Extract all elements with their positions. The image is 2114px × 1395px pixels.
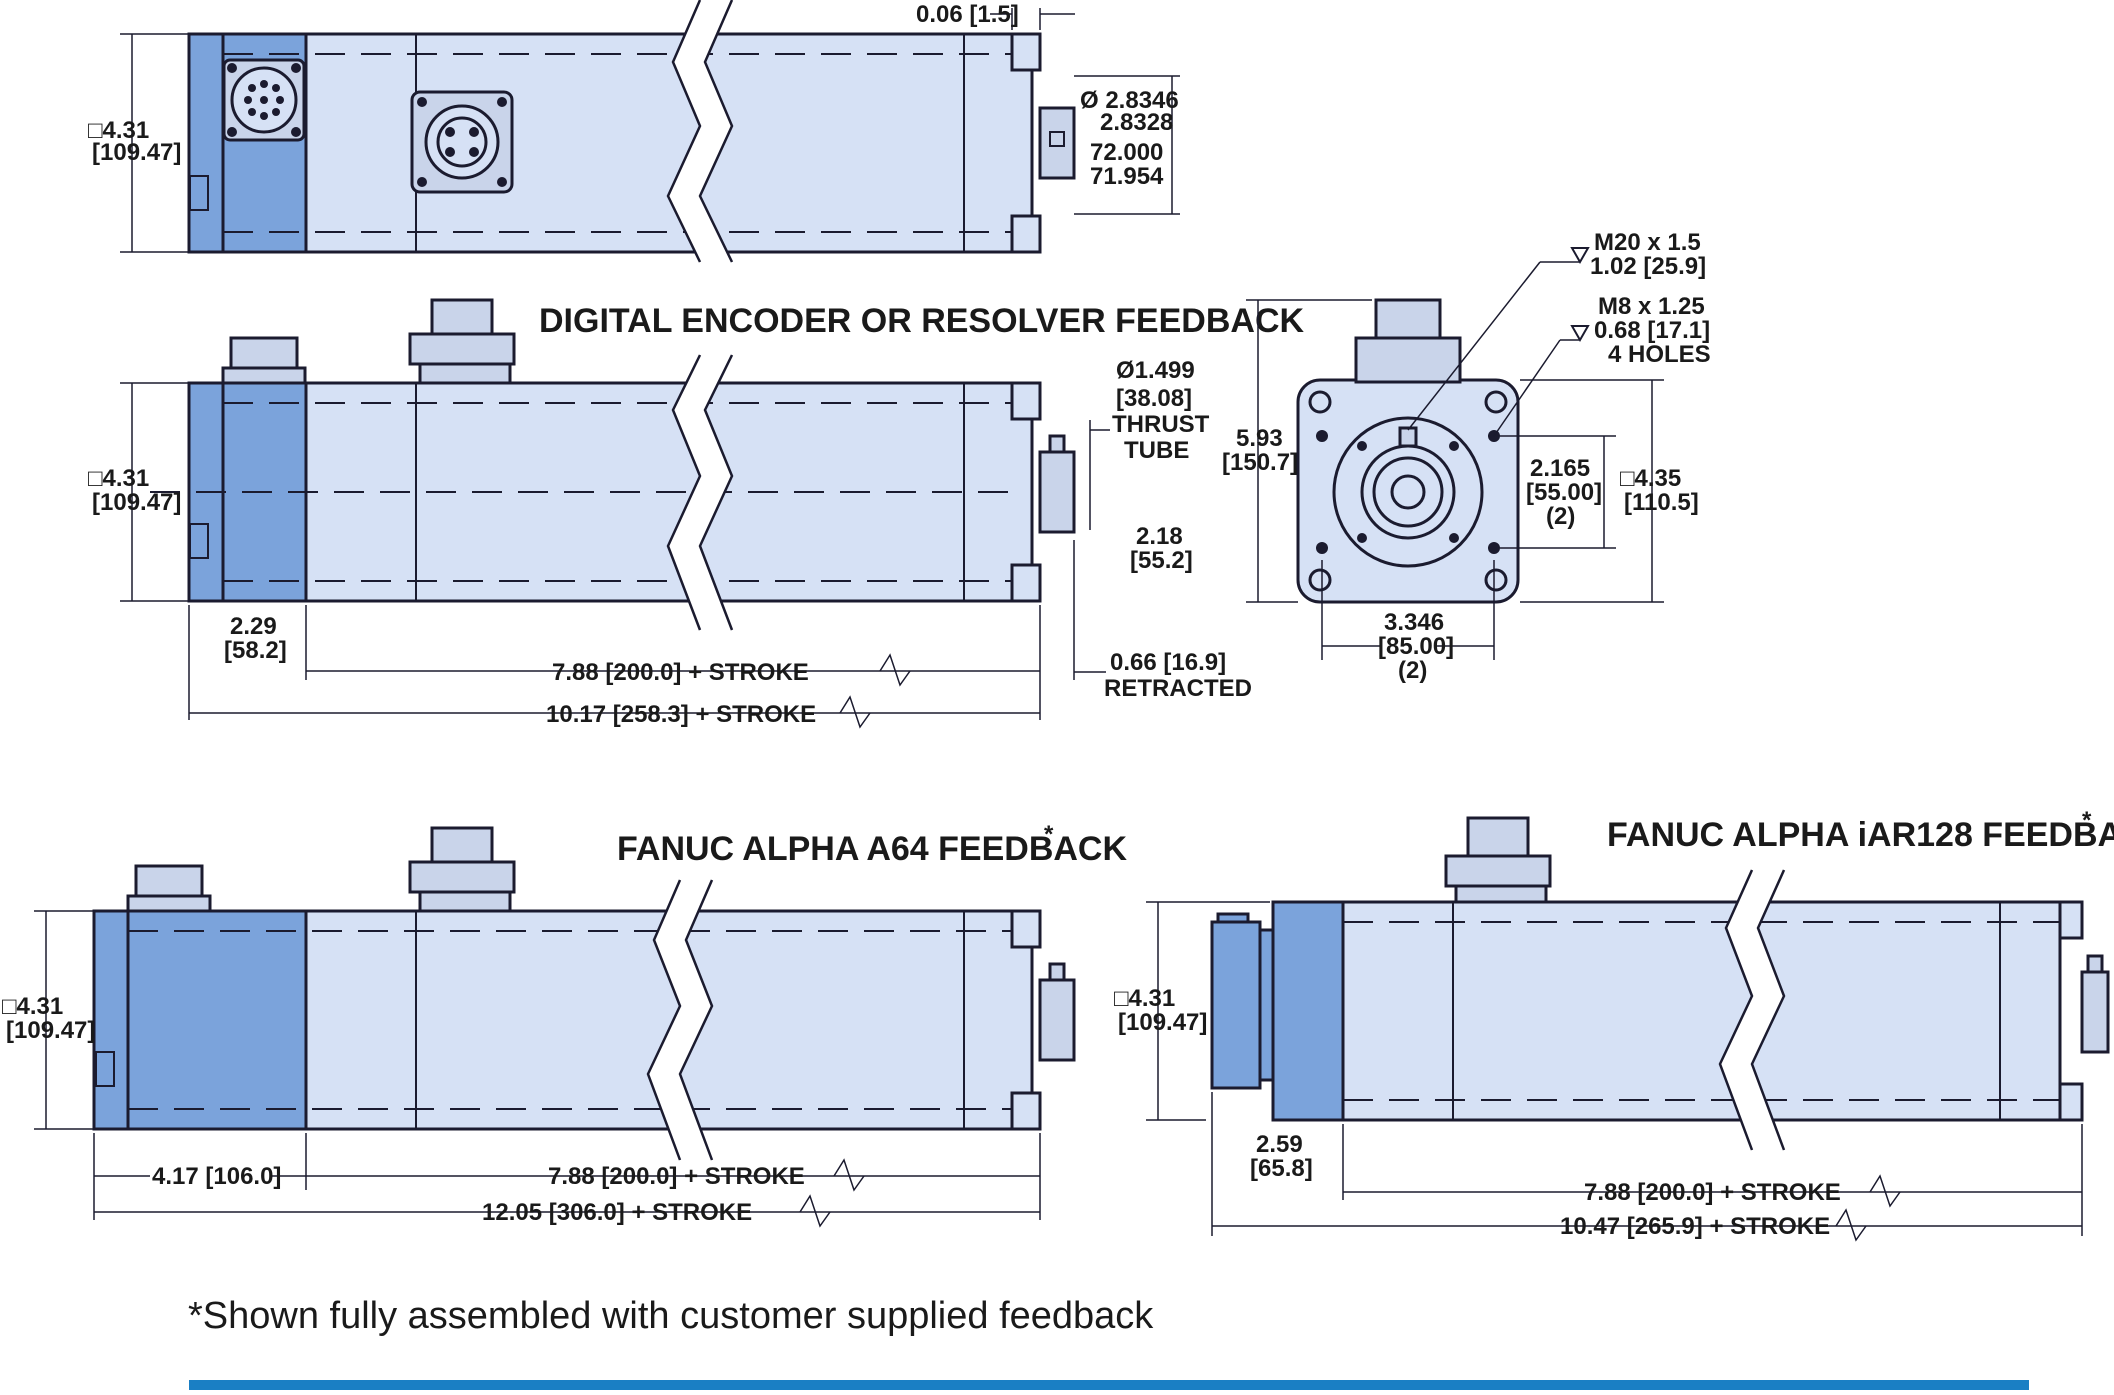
dim-iar-sq-mm: [109.47] bbox=[1118, 1009, 1207, 1036]
footnote: *Shown fully assembled with customer sup… bbox=[188, 1295, 1154, 1337]
dim-a64-sq-in: □4.31 bbox=[2, 993, 63, 1020]
dim-m8-c: 4 HOLES bbox=[1608, 341, 1711, 368]
title-iar128: FANUC ALPHA iAR128 FEEDBACK bbox=[1607, 816, 2114, 854]
title-a64-asterisk: * bbox=[1044, 821, 1054, 848]
dim-h593-a: 5.93 bbox=[1236, 425, 1283, 452]
dim-iar-sq-in: □4.31 bbox=[1114, 985, 1175, 1012]
title-iar128-asterisk: * bbox=[2082, 807, 2092, 834]
end-view-flange bbox=[1246, 247, 1664, 660]
dim-a64-sq-mm: [109.47] bbox=[6, 1017, 95, 1044]
dim-top-dia-a: Ø 2.8346 bbox=[1080, 87, 1179, 114]
dim-digital-sq-in: □4.31 bbox=[88, 465, 149, 492]
dim-top-dia-b: 2.8328 bbox=[1100, 109, 1173, 136]
footer-rule bbox=[189, 1380, 2029, 1390]
dim-m8-a: M8 x 1.25 bbox=[1598, 293, 1705, 320]
dim-top-offset: 0.06 [1.5] bbox=[916, 1, 1019, 28]
top-view-actuator bbox=[120, 0, 1180, 263]
round-connector bbox=[222, 58, 306, 142]
title-a64: FANUC ALPHA A64 FEEDBACK bbox=[617, 830, 1127, 868]
dim-thrust-b: [38.08] bbox=[1116, 385, 1192, 412]
dim-top-sq-mm: [109.47] bbox=[92, 139, 181, 166]
dim-sq435-a: □4.35 bbox=[1620, 465, 1681, 492]
dim-thrust-c: THRUST bbox=[1112, 411, 1210, 438]
fanuc-iar128-actuator bbox=[1146, 816, 2110, 1242]
dim-b2165-b: [55.00] bbox=[1526, 479, 1602, 506]
dim-len1205: 12.05 [306.0] + STROKE bbox=[482, 1199, 752, 1226]
dim-m20-a: M20 x 1.5 bbox=[1594, 229, 1701, 256]
dim-w229-b: [58.2] bbox=[224, 637, 287, 664]
dim-top-sq-in: □4.31 bbox=[88, 117, 149, 144]
title-digital: DIGITAL ENCODER OR RESOLVER FEEDBACK bbox=[539, 302, 1304, 340]
digital-encoder-actuator bbox=[120, 298, 1110, 729]
dim-digital-sq-mm: [109.47] bbox=[92, 489, 181, 516]
dim-retracted-b: RETRACTED bbox=[1104, 675, 1252, 702]
dim-thrust-a: Ø1.499 bbox=[1116, 357, 1195, 384]
dim-retracted-a: 0.66 [16.9] bbox=[1110, 649, 1226, 676]
rod-end bbox=[1038, 106, 1076, 180]
dim-len788-a64: 7.88 [200.0] + STROKE bbox=[548, 1163, 805, 1190]
dim-len1047: 10.47 [265.9] + STROKE bbox=[1560, 1213, 1830, 1240]
dim-b2165-c: (2) bbox=[1546, 503, 1575, 530]
dim-len1017: 10.17 [258.3] + STROKE bbox=[546, 701, 816, 728]
dim-w259-b: [65.8] bbox=[1250, 1155, 1313, 1182]
dim-w229-a: 2.29 bbox=[230, 613, 277, 640]
fanuc-a64-actuator bbox=[34, 826, 1076, 1228]
dim-w417: 4.17 [106.0] bbox=[152, 1163, 281, 1190]
dim-m8-b: 0.68 [17.1] bbox=[1594, 317, 1710, 344]
dim-h218-b: [55.2] bbox=[1130, 547, 1193, 574]
dim-sq435-b: [110.5] bbox=[1624, 489, 1699, 516]
dim-top-mm-b: 71.954 bbox=[1090, 163, 1164, 190]
dim-h218-a: 2.18 bbox=[1136, 523, 1183, 550]
dim-thrust-d: TUBE bbox=[1124, 437, 1189, 464]
dim-w259-a: 2.59 bbox=[1256, 1131, 1303, 1158]
dim-top-mm-a: 72.000 bbox=[1090, 139, 1163, 166]
dim-b3346-c: (2) bbox=[1398, 657, 1427, 684]
dim-len788-digital: 7.88 [200.0] + STROKE bbox=[552, 659, 809, 686]
dim-m20-b: 1.02 [25.9] bbox=[1590, 253, 1706, 280]
dim-b3346-b: [85.00] bbox=[1378, 633, 1454, 660]
dim-b2165-a: 2.165 bbox=[1530, 455, 1590, 482]
dim-len788-iar: 7.88 [200.0] + STROKE bbox=[1584, 1179, 1841, 1206]
dim-b3346-a: 3.346 bbox=[1384, 609, 1444, 636]
square-connector bbox=[410, 90, 514, 194]
dim-h593-b: [150.7] bbox=[1222, 449, 1298, 476]
